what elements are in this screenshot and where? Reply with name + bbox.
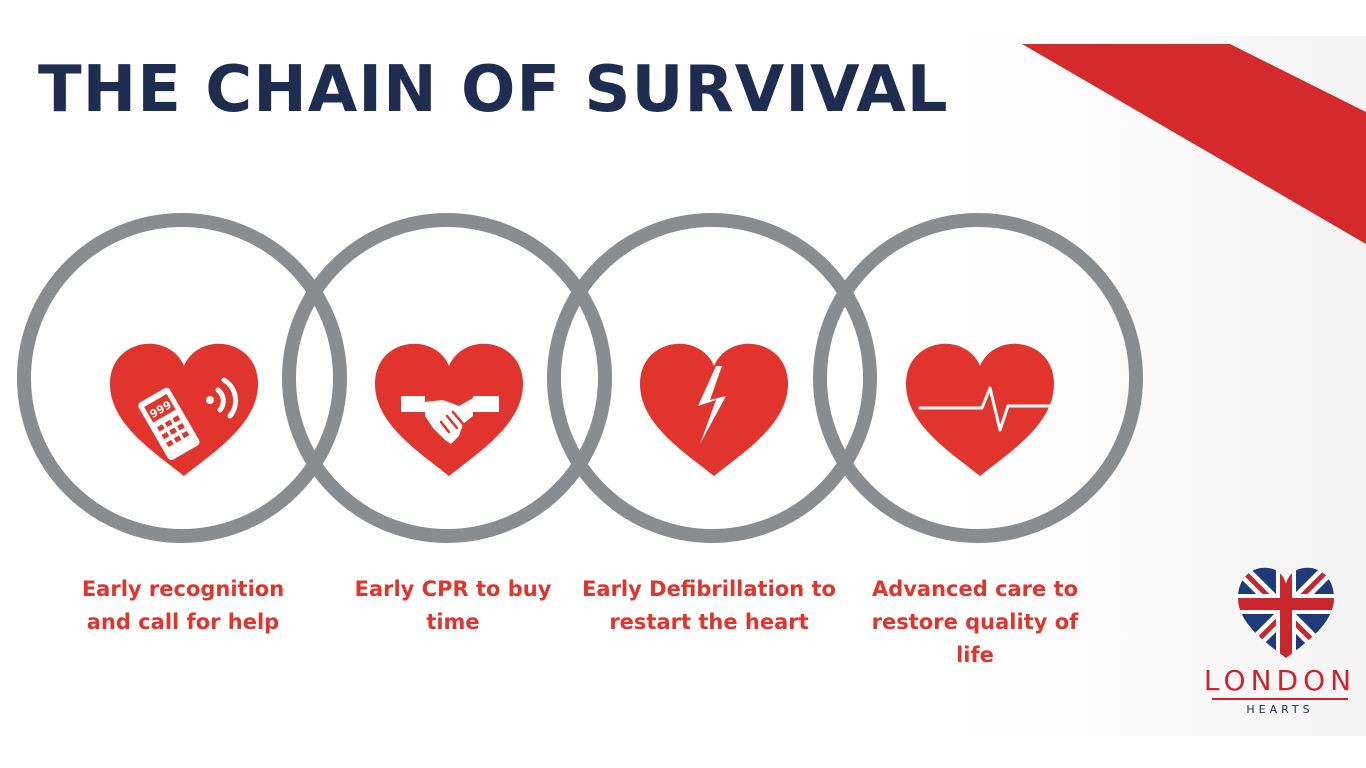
logo-subtitle: HEARTS	[1246, 703, 1314, 716]
phone-heart-icon: 999	[110, 343, 258, 476]
step-3-label: Early Defibrillation to restart the hear…	[582, 577, 836, 634]
chain-ring-3	[547, 213, 877, 543]
broken-heart-icon	[640, 343, 788, 476]
london-hearts-logo	[1238, 567, 1334, 658]
page-title: THE CHAIN OF SURVIVAL	[38, 53, 949, 127]
handshake-heart-icon	[375, 343, 523, 476]
logo-wordmark: LONDON	[1203, 664, 1357, 697]
logo-divider	[1212, 698, 1348, 700]
chain-ring-4	[813, 213, 1143, 543]
chain-ring-2	[282, 213, 612, 543]
heartbeat-heart-icon	[906, 343, 1054, 476]
step-4-label: Advanced care to restore quality of life	[871, 577, 1079, 667]
step-2-label: Early CPR to buy time	[354, 577, 552, 634]
chain-ring-1	[17, 213, 347, 543]
step-1-label: Early recognition and call for help	[81, 577, 285, 634]
